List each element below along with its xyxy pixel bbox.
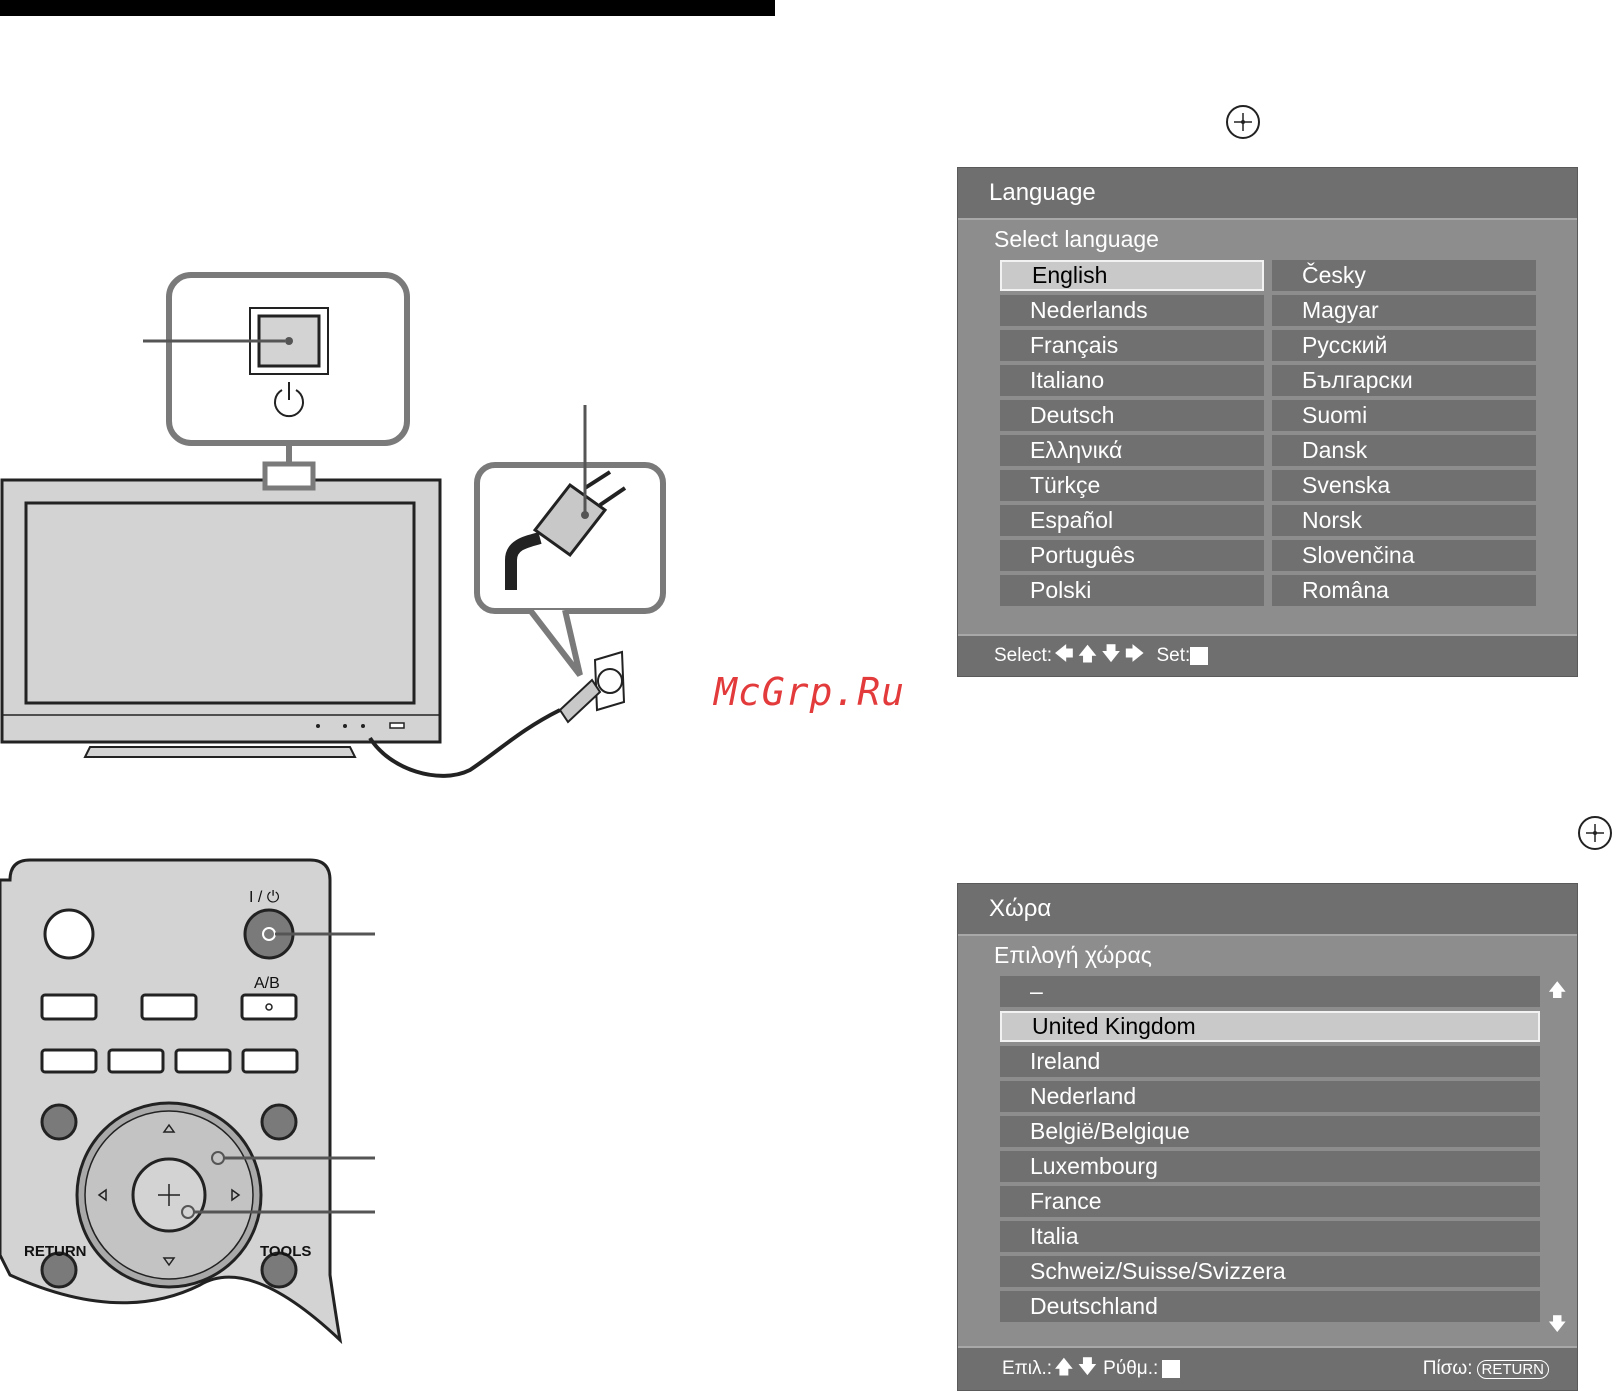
country-option[interactable]: United Kingdom: [1000, 1011, 1540, 1042]
country-option[interactable]: Ireland: [1000, 1046, 1540, 1077]
language-option[interactable]: English: [1000, 260, 1264, 291]
footer-set-label: Ρύθμ.:: [1103, 1358, 1159, 1379]
watermark: McGrp.Ru: [714, 670, 906, 714]
menu-title: Language: [958, 168, 1577, 220]
return-button-badge: RETURN: [1476, 1359, 1549, 1379]
country-option[interactable]: Nederland: [1000, 1081, 1540, 1112]
language-option[interactable]: Русский: [1272, 330, 1536, 361]
language-option[interactable]: Polski: [1000, 575, 1264, 606]
footer-back-label: Πίσω:: [1422, 1358, 1473, 1379]
menu-footer: Επιλ.: 🡅 🡇 Ρύθμ.: Πίσω: RETURN: [958, 1346, 1577, 1390]
language-option[interactable]: Deutsch: [1000, 400, 1264, 431]
country-option[interactable]: –: [1000, 976, 1540, 1007]
footer-select-label: Select:: [994, 645, 1053, 666]
language-option[interactable]: Svenska: [1272, 470, 1536, 501]
country-option[interactable]: Luxembourg: [1000, 1151, 1540, 1182]
menu-subtitle: Επιλογή χώρας: [994, 942, 1152, 968]
language-option[interactable]: Български: [1272, 365, 1536, 396]
left-arrow-icon: 🡄: [1054, 644, 1074, 665]
language-option[interactable]: Dansk: [1272, 435, 1536, 466]
menu-footer: Select: 🡄 🡅 🡇 🡆 Set:: [958, 634, 1577, 676]
down-arrow-icon: 🡇: [1077, 1357, 1098, 1378]
tools-label: TOOLS: [260, 1243, 312, 1260]
up-arrow-icon: 🡅: [1054, 1357, 1074, 1378]
language-option[interactable]: Italiano: [1000, 365, 1264, 396]
footer-select-label: Επιλ.:: [1002, 1358, 1053, 1379]
ab-label: A/B: [254, 975, 280, 992]
language-option[interactable]: Português: [1000, 540, 1264, 571]
language-option[interactable]: Româna: [1272, 575, 1536, 606]
language-option[interactable]: Türkçe: [1000, 470, 1264, 501]
header-bar: [0, 0, 775, 16]
language-option[interactable]: Magyar: [1272, 295, 1536, 326]
remote-illustration: [0, 858, 375, 1345]
language-option[interactable]: Ελληνικά: [1000, 435, 1264, 466]
enter-button-icon: [1578, 816, 1612, 850]
footer-set-label: Set:: [1156, 645, 1191, 666]
country-option[interactable]: België/Belgique: [1000, 1116, 1540, 1147]
scroll-up-icon[interactable]: 🡅: [1548, 980, 1567, 1000]
menu-title: Χώρα: [958, 884, 1577, 936]
country-option[interactable]: France: [1000, 1186, 1540, 1217]
up-arrow-icon: 🡅: [1077, 644, 1098, 665]
power-label: I / ⏻: [249, 889, 280, 906]
language-option[interactable]: Español: [1000, 505, 1264, 536]
language-option[interactable]: Nederlands: [1000, 295, 1264, 326]
country-option[interactable]: Deutschland: [1000, 1291, 1540, 1322]
language-option[interactable]: Français: [1000, 330, 1264, 361]
country-option[interactable]: Schweiz/Suisse/Svizzera: [1000, 1256, 1540, 1287]
tv-illustration: [0, 272, 666, 778]
scroll-down-icon[interactable]: 🡇: [1548, 1314, 1567, 1334]
country-option[interactable]: Italia: [1000, 1221, 1540, 1252]
menu-subtitle: Select language: [994, 226, 1159, 252]
enter-icon: [1190, 647, 1209, 665]
right-arrow-icon: 🡆: [1124, 644, 1145, 665]
return-label: RETURN: [24, 1243, 87, 1260]
enter-button-icon: [1226, 105, 1260, 139]
enter-icon: [1162, 1360, 1181, 1378]
language-option[interactable]: Česky: [1272, 260, 1536, 291]
language-option[interactable]: Norsk: [1272, 505, 1536, 536]
language-option[interactable]: Slovenčina: [1272, 540, 1536, 571]
language-option[interactable]: Suomi: [1272, 400, 1536, 431]
down-arrow-icon: 🡇: [1101, 644, 1121, 665]
